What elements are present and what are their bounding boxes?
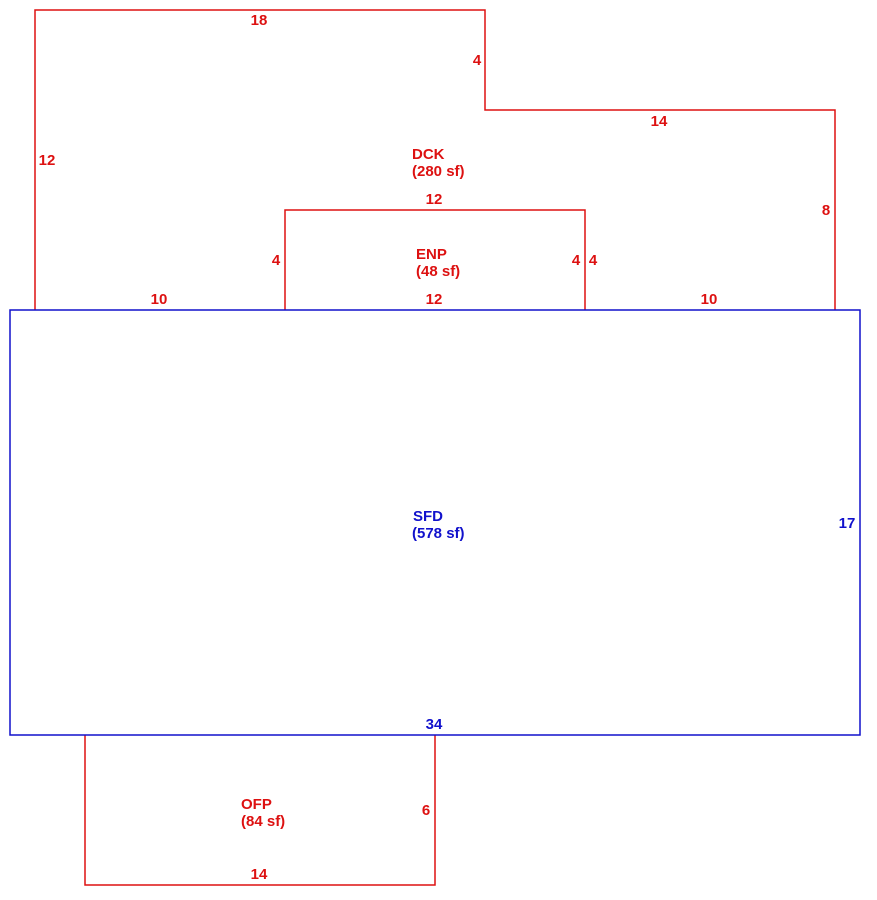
dim-sfd-right: 17 [839, 515, 856, 532]
dim-ofp-bottom: 14 [251, 866, 268, 883]
dim-dck-bottom-right: 10 [701, 291, 718, 308]
enp-outline [284, 209, 586, 310]
ofp-area-label: (84 sf) [241, 813, 285, 830]
dim-dck-bottom-left: 10 [151, 291, 168, 308]
dim-ofp-right: 6 [422, 802, 430, 819]
ofp-outline [84, 735, 436, 886]
sfd-area-label: (578 sf) [412, 525, 465, 542]
dim-dck-top: 18 [251, 12, 268, 29]
dim-dck-right-top: 14 [651, 113, 668, 130]
dim-enp-right-outer: 4 [589, 252, 598, 269]
enp-code-label: ENP [416, 246, 447, 263]
ofp-code-label: OFP [241, 796, 272, 813]
dck-area-label: (280 sf) [412, 163, 465, 180]
sfd-outline [9, 309, 861, 736]
sfd-code-label: SFD [413, 508, 443, 525]
dim-enp-left: 4 [272, 252, 281, 269]
dim-sfd-bottom: 34 [426, 716, 443, 733]
dim-dck-step: 4 [473, 52, 482, 69]
enp-area-label: (48 sf) [416, 263, 460, 280]
dim-enp-bottom: 12 [426, 291, 443, 308]
dck-outline [34, 9, 836, 310]
dim-dck-left: 12 [39, 152, 56, 169]
dim-enp-top: 12 [426, 191, 443, 208]
dck-code-label: DCK [412, 146, 445, 163]
dim-enp-right-inner: 4 [572, 252, 581, 269]
dim-dck-right: 8 [822, 202, 830, 219]
